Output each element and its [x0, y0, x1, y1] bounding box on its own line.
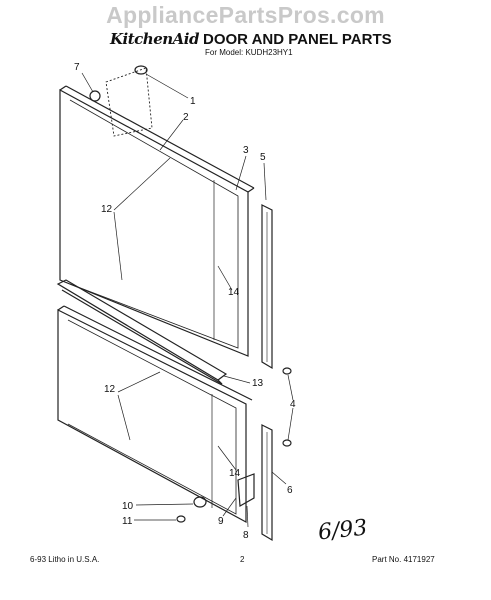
- screw-part-4-lower: [282, 439, 292, 447]
- callout-12-lower: 12: [104, 384, 116, 395]
- callout-5: 5: [260, 152, 266, 163]
- middle-rail: [56, 279, 228, 381]
- callout-12-upper: 12: [101, 204, 113, 215]
- callout-4: 4: [290, 399, 296, 410]
- page-title: DOOR AND PANEL PARTS: [202, 31, 392, 48]
- callout-labels: 7 1 2 3 5 12 14 13 4 12 14 6 10 11 9 8: [74, 62, 296, 541]
- callout-14-lower: 14: [229, 468, 241, 479]
- lower-door-panel: [57, 309, 247, 524]
- screw-part-4-upper: [282, 367, 292, 375]
- callout-7: 7: [74, 62, 80, 73]
- screw-part-11: [176, 515, 186, 523]
- footer-print-info: 6-93 Litho in U.S.A.: [30, 555, 100, 564]
- handwritten-date-note: 6/93: [316, 515, 369, 546]
- model-line: For Model: KUDH23HY1: [205, 48, 293, 57]
- callout-8: 8: [243, 530, 249, 541]
- callout-13: 13: [252, 378, 264, 389]
- callout-1: 1: [190, 96, 196, 107]
- side-trim-lower: [261, 424, 273, 542]
- lower-hinge: [237, 473, 255, 507]
- watermark: AppliancePartsPros.com: [106, 2, 385, 28]
- leader-lines: [81, 72, 294, 528]
- footer-part-number: Part No. 4171927: [372, 555, 435, 564]
- callout-10: 10: [122, 501, 134, 512]
- callout-11: 11: [122, 516, 133, 527]
- screw-part-1: [134, 65, 148, 75]
- washer-part-10: [193, 496, 207, 508]
- side-trim-upper: [261, 204, 273, 370]
- callout-14-upper: 14: [228, 287, 240, 298]
- hinge-bracket: [105, 67, 153, 137]
- callout-6: 6: [287, 485, 293, 496]
- diagram-art: [56, 65, 292, 542]
- callout-3: 3: [243, 145, 249, 156]
- brand-logo: KitchenAid: [110, 30, 199, 48]
- callout-2: 2: [183, 112, 189, 123]
- callout-9: 9: [218, 516, 224, 527]
- footer-page-number: 2: [240, 555, 245, 564]
- upper-door-panel: [59, 88, 249, 357]
- bumper-part-7: [89, 90, 101, 102]
